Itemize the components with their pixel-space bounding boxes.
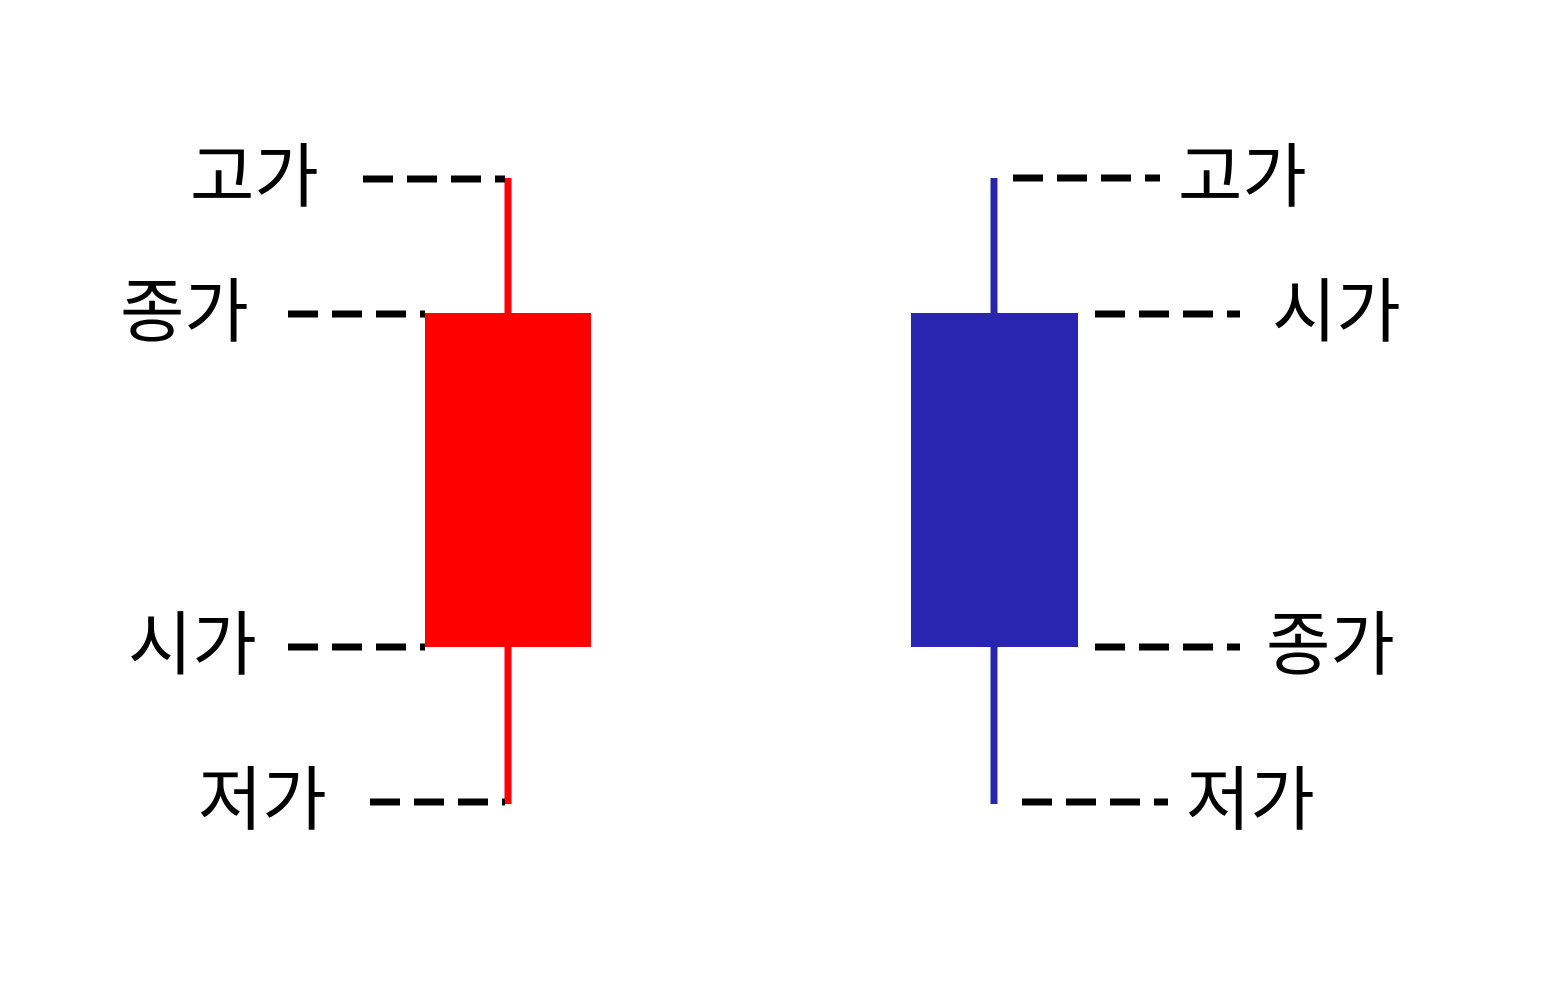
bearish-low-label: 저가 [1186,759,1315,841]
bullish-open-label: 시가 [128,604,257,686]
bullish-candle: 고가 종가 시가 저가 [120,136,591,841]
bullish-body [425,313,591,647]
bullish-close-label: 종가 [120,271,249,353]
bearish-open-label: 시가 [1272,271,1401,353]
bullish-high-label: 고가 [190,136,319,218]
bullish-low-label: 저가 [198,759,327,841]
bearish-body [911,313,1078,647]
bearish-candle: 고가 시가 종가 저가 [911,136,1401,841]
bearish-high-label: 고가 [1178,136,1307,218]
bearish-close-label: 종가 [1266,604,1395,686]
